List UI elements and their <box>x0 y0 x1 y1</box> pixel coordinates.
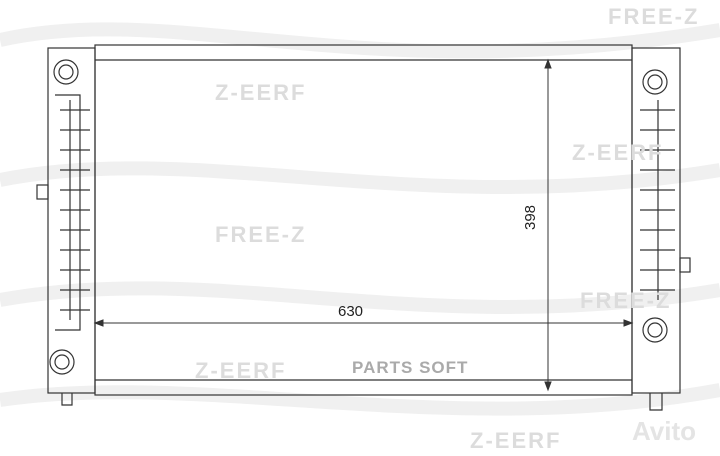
right-top-port <box>642 69 668 95</box>
left-drain <box>61 393 73 406</box>
watermark-logo: Z-EERF <box>195 358 287 383</box>
watermark-logo: FREE-Z <box>608 4 700 29</box>
left-top-port <box>53 59 79 85</box>
left-bottom-port <box>49 349 75 375</box>
watermark-logo: Z-EERF <box>572 140 664 165</box>
right-tank <box>631 47 681 394</box>
watermark-logo: FREE-Z <box>580 288 672 313</box>
left-tank-ribs <box>55 94 90 331</box>
dimension-lines <box>93 58 634 392</box>
right-drain <box>649 393 663 411</box>
right-mount-tab <box>679 257 691 273</box>
left-mount-tab <box>36 184 49 200</box>
watermark-logo: Z-EERF <box>470 428 562 453</box>
background-waves <box>0 22 720 416</box>
left-tank <box>47 47 96 394</box>
watermark-logo: FREE-Z <box>215 222 307 247</box>
parts-soft-stamp: PARTS SOFT <box>352 358 469 377</box>
avito-watermark: Avito <box>632 416 697 446</box>
right-bottom-port <box>642 317 668 343</box>
watermark-logo: Z-EERF <box>215 80 307 105</box>
right-tank-ribs <box>640 100 675 300</box>
width-dimension-label: 630 <box>338 303 364 320</box>
radiator-core-outline <box>94 44 633 396</box>
height-dimension-label: 398 <box>522 204 539 230</box>
